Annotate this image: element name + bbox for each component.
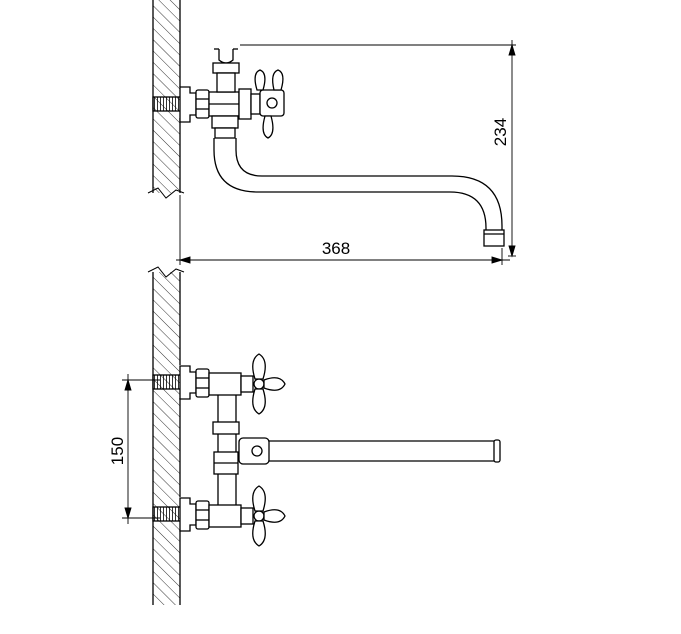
spout-tip [493,439,501,463]
dimension-lines-top [176,40,516,265]
spout-inner [235,138,503,232]
wall-break-top [147,187,185,199]
handle-lower-up [252,485,266,512]
dimension-height: 234 [491,118,510,146]
handle-upper-right [263,377,286,391]
wall-break-bottom-top [147,266,185,278]
thread-lower [152,506,184,522]
spout-outer [213,138,487,232]
hex-nut-lower [195,500,210,530]
handle-arm-up2-top [272,69,284,91]
hex-nut-upper [195,368,210,398]
cartridge-top [238,88,252,120]
dimension-center-distance: 150 [108,437,127,465]
side-view [147,0,505,247]
handle-hub-top [259,89,285,117]
handle-arm-up-top [254,69,266,91]
handle-lower-right [263,509,286,523]
valve-lower [208,504,242,528]
thread-top [152,96,184,112]
spout-hub [238,437,270,465]
diverter-top [211,115,239,129]
eccentric-top [179,86,197,123]
mixer-body [217,395,237,505]
handle-upper-up [252,353,266,380]
dimension-width: 368 [322,239,350,258]
handle-upper-down [252,388,266,415]
handle-lower-down [252,520,266,547]
wall-section-bottom [153,272,180,605]
shower-holder-top [218,49,234,64]
dimension-lines-bottom [122,374,160,524]
handle-arm-down-top [262,115,274,139]
hex-nut-top [195,89,210,119]
top-view [147,266,501,605]
thread-upper [152,374,184,390]
valve-upper [208,372,242,396]
aerator-top [483,229,505,247]
